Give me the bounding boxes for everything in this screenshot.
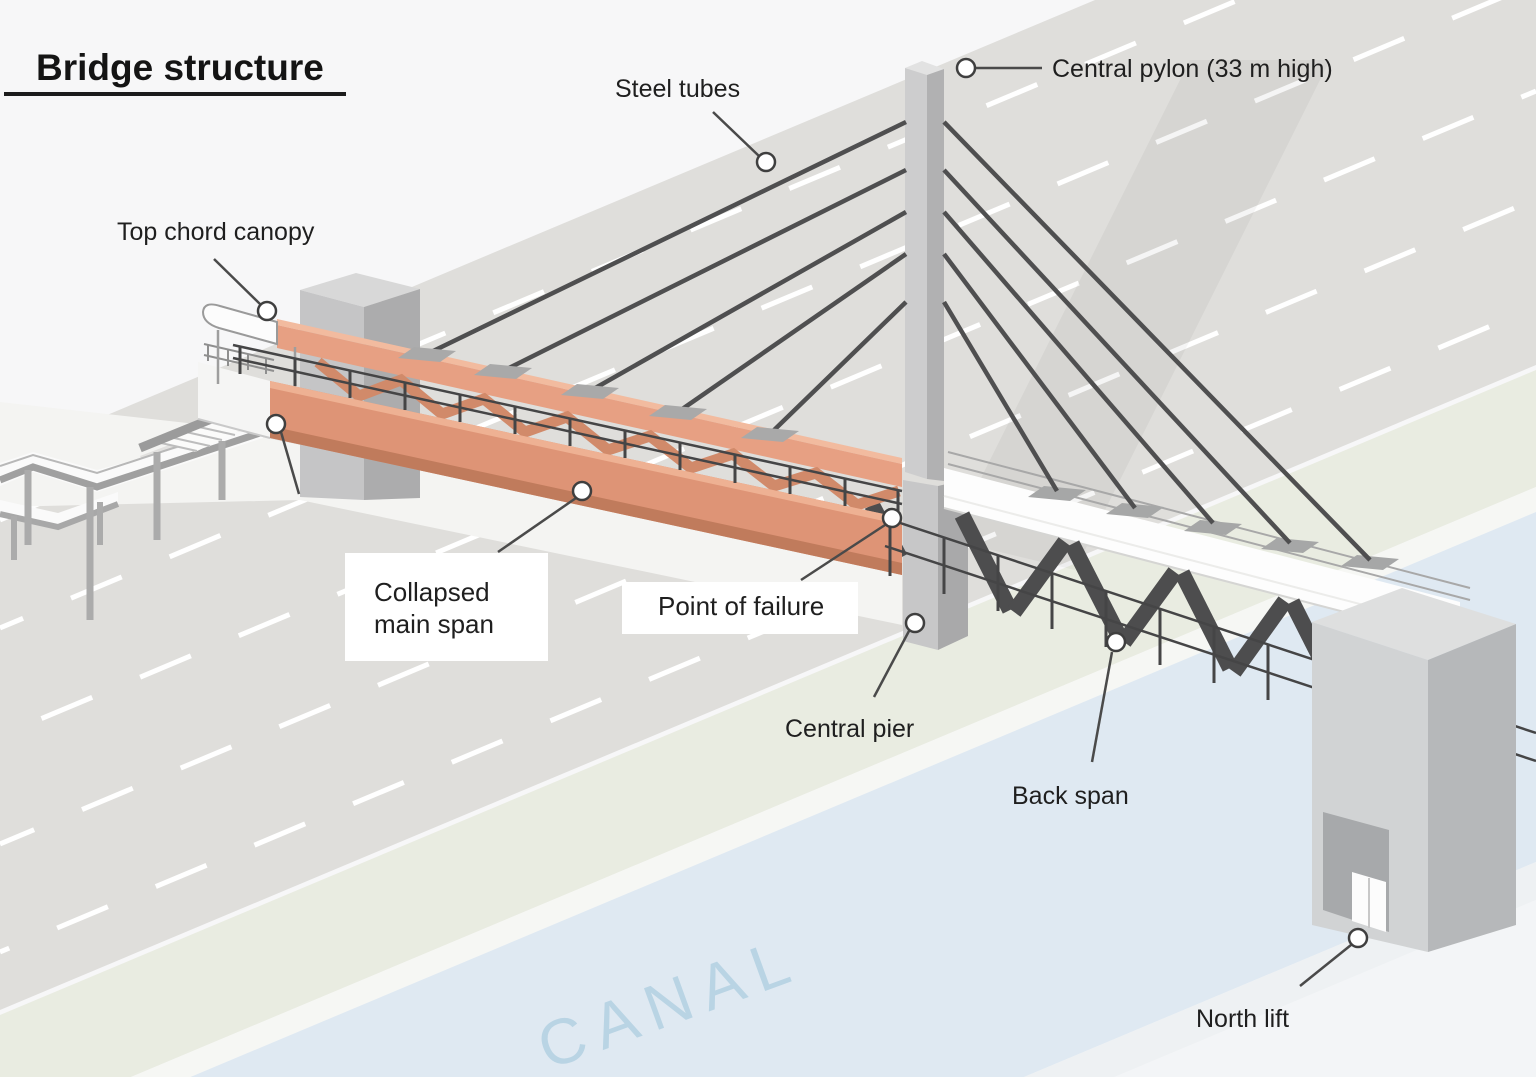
label-central-pylon: Central pylon (33 m high)	[1052, 55, 1333, 83]
top-chord-canopy-band	[277, 325, 902, 487]
collapsed-main-span-label-box	[345, 553, 548, 661]
main-span-railing	[232, 343, 903, 518]
zigzag-truss	[314, 357, 901, 512]
central-pylon	[905, 61, 944, 481]
span-west-leader-dot	[265, 413, 287, 435]
approach-ramp	[0, 425, 265, 620]
west-deck-edge	[197, 418, 271, 439]
label-north-lift: North lift	[1196, 1005, 1289, 1033]
failure-leader-dot	[881, 507, 903, 529]
west-deck-segment	[198, 362, 270, 438]
leader-lines	[213, 66, 1352, 987]
backspan-shadow	[950, 60, 1330, 570]
steel-tubes-leader-dot	[755, 151, 777, 173]
label-steel-tubes: Steel tubes	[615, 75, 740, 103]
label-back-span: Back span	[1012, 782, 1129, 810]
north-lift-tower	[1312, 588, 1516, 952]
label-top-chord-canopy: Top chord canopy	[117, 218, 315, 246]
pylon-leader-dot	[955, 57, 977, 79]
leader-dots	[256, 57, 1369, 949]
label-point-of-failure: Point of failure	[658, 591, 824, 621]
main-span-deck	[270, 381, 902, 575]
page-title: Bridge structure	[36, 47, 324, 88]
north-lift-leader-dot	[1347, 927, 1369, 949]
backspan-anchor-plates	[1028, 486, 1399, 570]
label-collapsed-line2: main span	[374, 609, 494, 639]
steel-tube-cables	[426, 119, 1372, 562]
canopy-anchor-plates	[398, 347, 799, 442]
label-collapsed-line1: Collapsed	[374, 577, 490, 607]
title-underline	[4, 92, 346, 96]
towpath-band	[130, 487, 1536, 1077]
canal-band	[190, 512, 1536, 1077]
canopy-leader-dot	[256, 300, 278, 322]
label-central-pier: Central pier	[785, 715, 914, 743]
point-of-failure-label-box	[622, 582, 858, 634]
main-span-leader-dot	[571, 480, 593, 502]
back-span-leader-dot	[1105, 631, 1127, 653]
top-chord-canopy-cap	[201, 303, 278, 346]
pier-leader-dot	[904, 612, 926, 634]
far-bank-band	[0, 900, 1536, 1077]
